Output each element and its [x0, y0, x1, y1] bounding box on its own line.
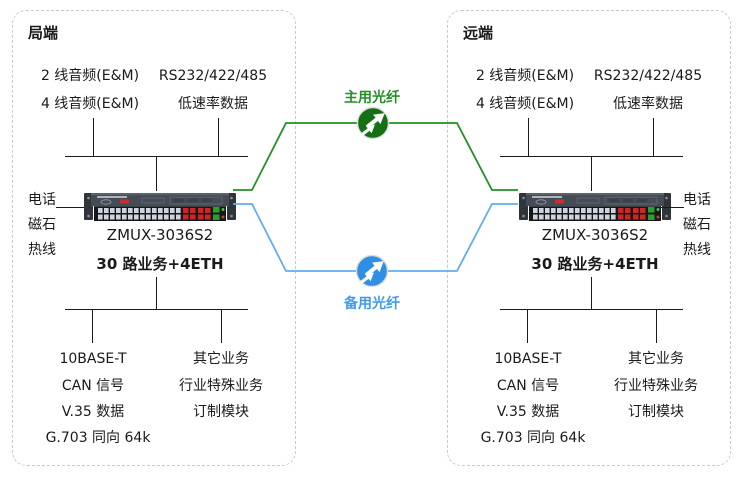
side-label-hotline: 热线 — [683, 242, 711, 258]
bottom-bus-line — [500, 309, 683, 310]
rack-multiplexer-photo — [519, 190, 671, 223]
side-label-hotline: 热线 — [28, 242, 56, 258]
io-label-other: 其它业务 — [193, 351, 249, 367]
io-label-4wire-audio: 4 线音频(E&M) — [475, 96, 575, 112]
bottom-tick-right — [221, 309, 222, 343]
io-label-other: 其它业务 — [628, 351, 684, 367]
io-label-10baset: 10BASE-T — [494, 351, 562, 367]
io-label-special: 行业特殊业务 — [179, 378, 263, 394]
device-model: ZMUX-3036S2 — [106, 226, 214, 244]
bottom-riser-line — [591, 277, 592, 309]
io-label-lowspeed: 低速率数据 — [178, 96, 248, 112]
top-drop-line — [591, 156, 592, 191]
io-label-can: CAN 信号 — [496, 378, 560, 394]
bottom-tick-right — [656, 309, 657, 343]
io-label-g703: G.703 同向 64k — [45, 430, 151, 446]
io-label-custom: 订制模块 — [628, 404, 684, 420]
bottom-bus-line — [65, 309, 248, 310]
io-label-v35: V.35 数据 — [61, 404, 125, 420]
bottom-riser-line — [156, 277, 157, 309]
rack-multiplexer-photo — [84, 190, 236, 223]
panel-title-remote: 远端 — [463, 24, 494, 42]
io-label-10baset: 10BASE-T — [59, 351, 127, 367]
side-connector-line — [656, 207, 684, 208]
side-label-magneto: 磁石 — [28, 217, 56, 233]
io-label-rs232: RS232/422/485 — [593, 68, 703, 84]
panel-local: 局端 2 线音频(E&M) 4 线音频(E&M) RS232/422/485 低… — [12, 10, 296, 466]
top-tick-left — [93, 118, 94, 156]
io-label-lowspeed: 低速率数据 — [613, 96, 683, 112]
io-label-4wire-audio: 4 线音频(E&M) — [40, 96, 140, 112]
panel-remote: 远端 2 线音频(E&M) 4 线音频(E&M) RS232/422/485 低… — [447, 10, 731, 466]
io-label-2wire-audio: 2 线音频(E&M) — [475, 68, 575, 84]
io-label-can: CAN 信号 — [61, 378, 125, 394]
io-label-v35: V.35 数据 — [496, 404, 560, 420]
side-label-phone: 电话 — [683, 192, 711, 208]
globe-transfer-icon-primary — [356, 106, 390, 140]
bottom-tick-left — [527, 309, 528, 343]
io-label-2wire-audio: 2 线音频(E&M) — [40, 68, 140, 84]
io-label-g703: G.703 同向 64k — [480, 430, 586, 446]
side-label-phone: 电话 — [28, 192, 56, 208]
top-tick-left — [528, 118, 529, 156]
top-tick-right — [218, 118, 219, 156]
device-capacity: 30 路业务+4ETH — [531, 255, 659, 273]
io-label-custom: 订制模块 — [193, 404, 249, 420]
bottom-tick-left — [92, 309, 93, 343]
device-capacity: 30 路业务+4ETH — [96, 255, 224, 273]
device-model: ZMUX-3036S2 — [541, 226, 649, 244]
side-connector-line — [56, 207, 84, 208]
globe-transfer-icon-backup — [355, 254, 389, 288]
io-label-special: 行业特殊业务 — [614, 378, 698, 394]
primary-fiber-label: 主用光纤 — [344, 90, 400, 106]
io-label-rs232: RS232/422/485 — [158, 68, 268, 84]
side-label-magneto: 磁石 — [683, 217, 711, 233]
panel-title-local: 局端 — [28, 24, 59, 42]
backup-fiber-label: 备用光纤 — [344, 296, 400, 312]
top-drop-line — [156, 156, 157, 191]
top-tick-right — [653, 118, 654, 156]
